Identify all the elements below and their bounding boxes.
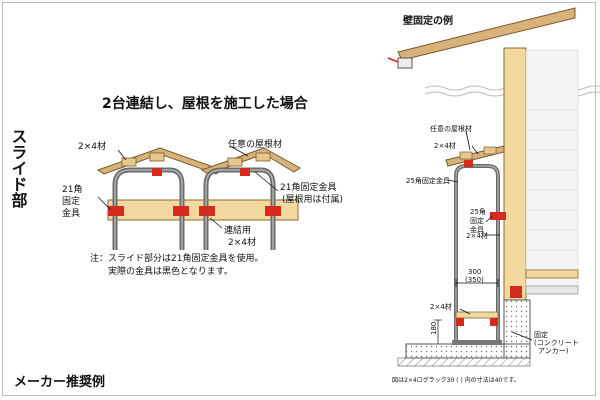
roof-beam: [459, 151, 473, 160]
bracket: [510, 286, 522, 298]
dimension-350-value: (350): [465, 276, 484, 284]
bracket: [173, 206, 189, 216]
dimension-180-value: 180: [430, 322, 438, 335]
bracket: [152, 168, 162, 176]
manufacturer-recommendation: メーカー推奨例: [14, 374, 105, 390]
slide-heading: スライド部: [9, 128, 28, 209]
bracket: [490, 212, 506, 220]
bracket: [108, 206, 124, 216]
bracket: [464, 160, 473, 167]
left-title: 2台連結し、屋根を施工した場合: [102, 95, 309, 112]
bracket: [265, 206, 281, 216]
label-21-fitting-left: 金具: [62, 207, 80, 219]
gutter: [397, 57, 413, 69]
wall-post: [503, 47, 527, 301]
label-25-short: 25角: [470, 207, 486, 216]
label-25-short: 固定: [470, 216, 484, 225]
wall-siding: [526, 109, 578, 251]
house-roof: [397, 7, 576, 61]
foundation-wall: [503, 299, 531, 359]
deck-beam: [525, 285, 579, 295]
dimension-300-value: 300: [468, 268, 481, 276]
label-anchor: アンカー): [538, 347, 569, 355]
label-21-fitting-right: 21角固定金具: [280, 181, 336, 193]
label-join-board: 2×4材: [228, 236, 256, 248]
roof-beam: [121, 157, 137, 167]
label-roof-material: 任意の屋根材: [228, 138, 282, 150]
bracket: [199, 206, 215, 216]
label-21-fitting-left: 21角: [62, 183, 82, 195]
label-2x4-right-top: 2×4材: [434, 141, 456, 150]
right-title: 壁固定の例: [403, 14, 453, 27]
bracket: [240, 168, 250, 176]
figure-frame: [2, 2, 596, 396]
roof-beam: [483, 146, 497, 155]
lower-board: [455, 311, 499, 319]
note-line: 実際の金具は黒色となります。: [108, 265, 233, 277]
note-line: 注：スライド部分は21角固定金具を使用。: [90, 252, 263, 264]
right-wall-illustration: [387, 7, 600, 367]
right-leader-lines: [447, 130, 533, 341]
roof-beam: [255, 152, 271, 162]
left-rack-illustration: [96, 145, 301, 250]
label-join-board: 連結用: [224, 224, 251, 236]
label-21-fitting-left: 固定: [62, 195, 80, 207]
label-2x4-top: 2×4材: [78, 140, 106, 152]
dimension-300: [455, 279, 499, 287]
label-2x4-right-bottom: 2×4材: [430, 302, 452, 311]
label-2x4-right-mid: 2×4材: [466, 231, 488, 240]
label-25-short: 金具: [470, 225, 484, 234]
roof-beam: [149, 152, 165, 162]
right-footnote: 図は2×4ログラック30 ( ) 内の寸法は40です。: [392, 376, 520, 384]
leader-lines: [97, 145, 279, 229]
label-anchor: 固定: [534, 330, 548, 339]
anchor-plate: [452, 340, 502, 345]
bracket: [456, 318, 464, 326]
gravel: [397, 357, 531, 367]
deck-beam: [525, 269, 579, 279]
label-21-fitting-note: (屋根用は付属): [282, 193, 343, 205]
label-anchor: (コンクリート: [534, 339, 579, 347]
label-25-fitting: 25角固定金具: [406, 176, 450, 185]
bracket: [490, 318, 498, 326]
roof-beam: [227, 157, 243, 167]
label-roof-material-right: 任意の屋根材: [430, 124, 472, 133]
